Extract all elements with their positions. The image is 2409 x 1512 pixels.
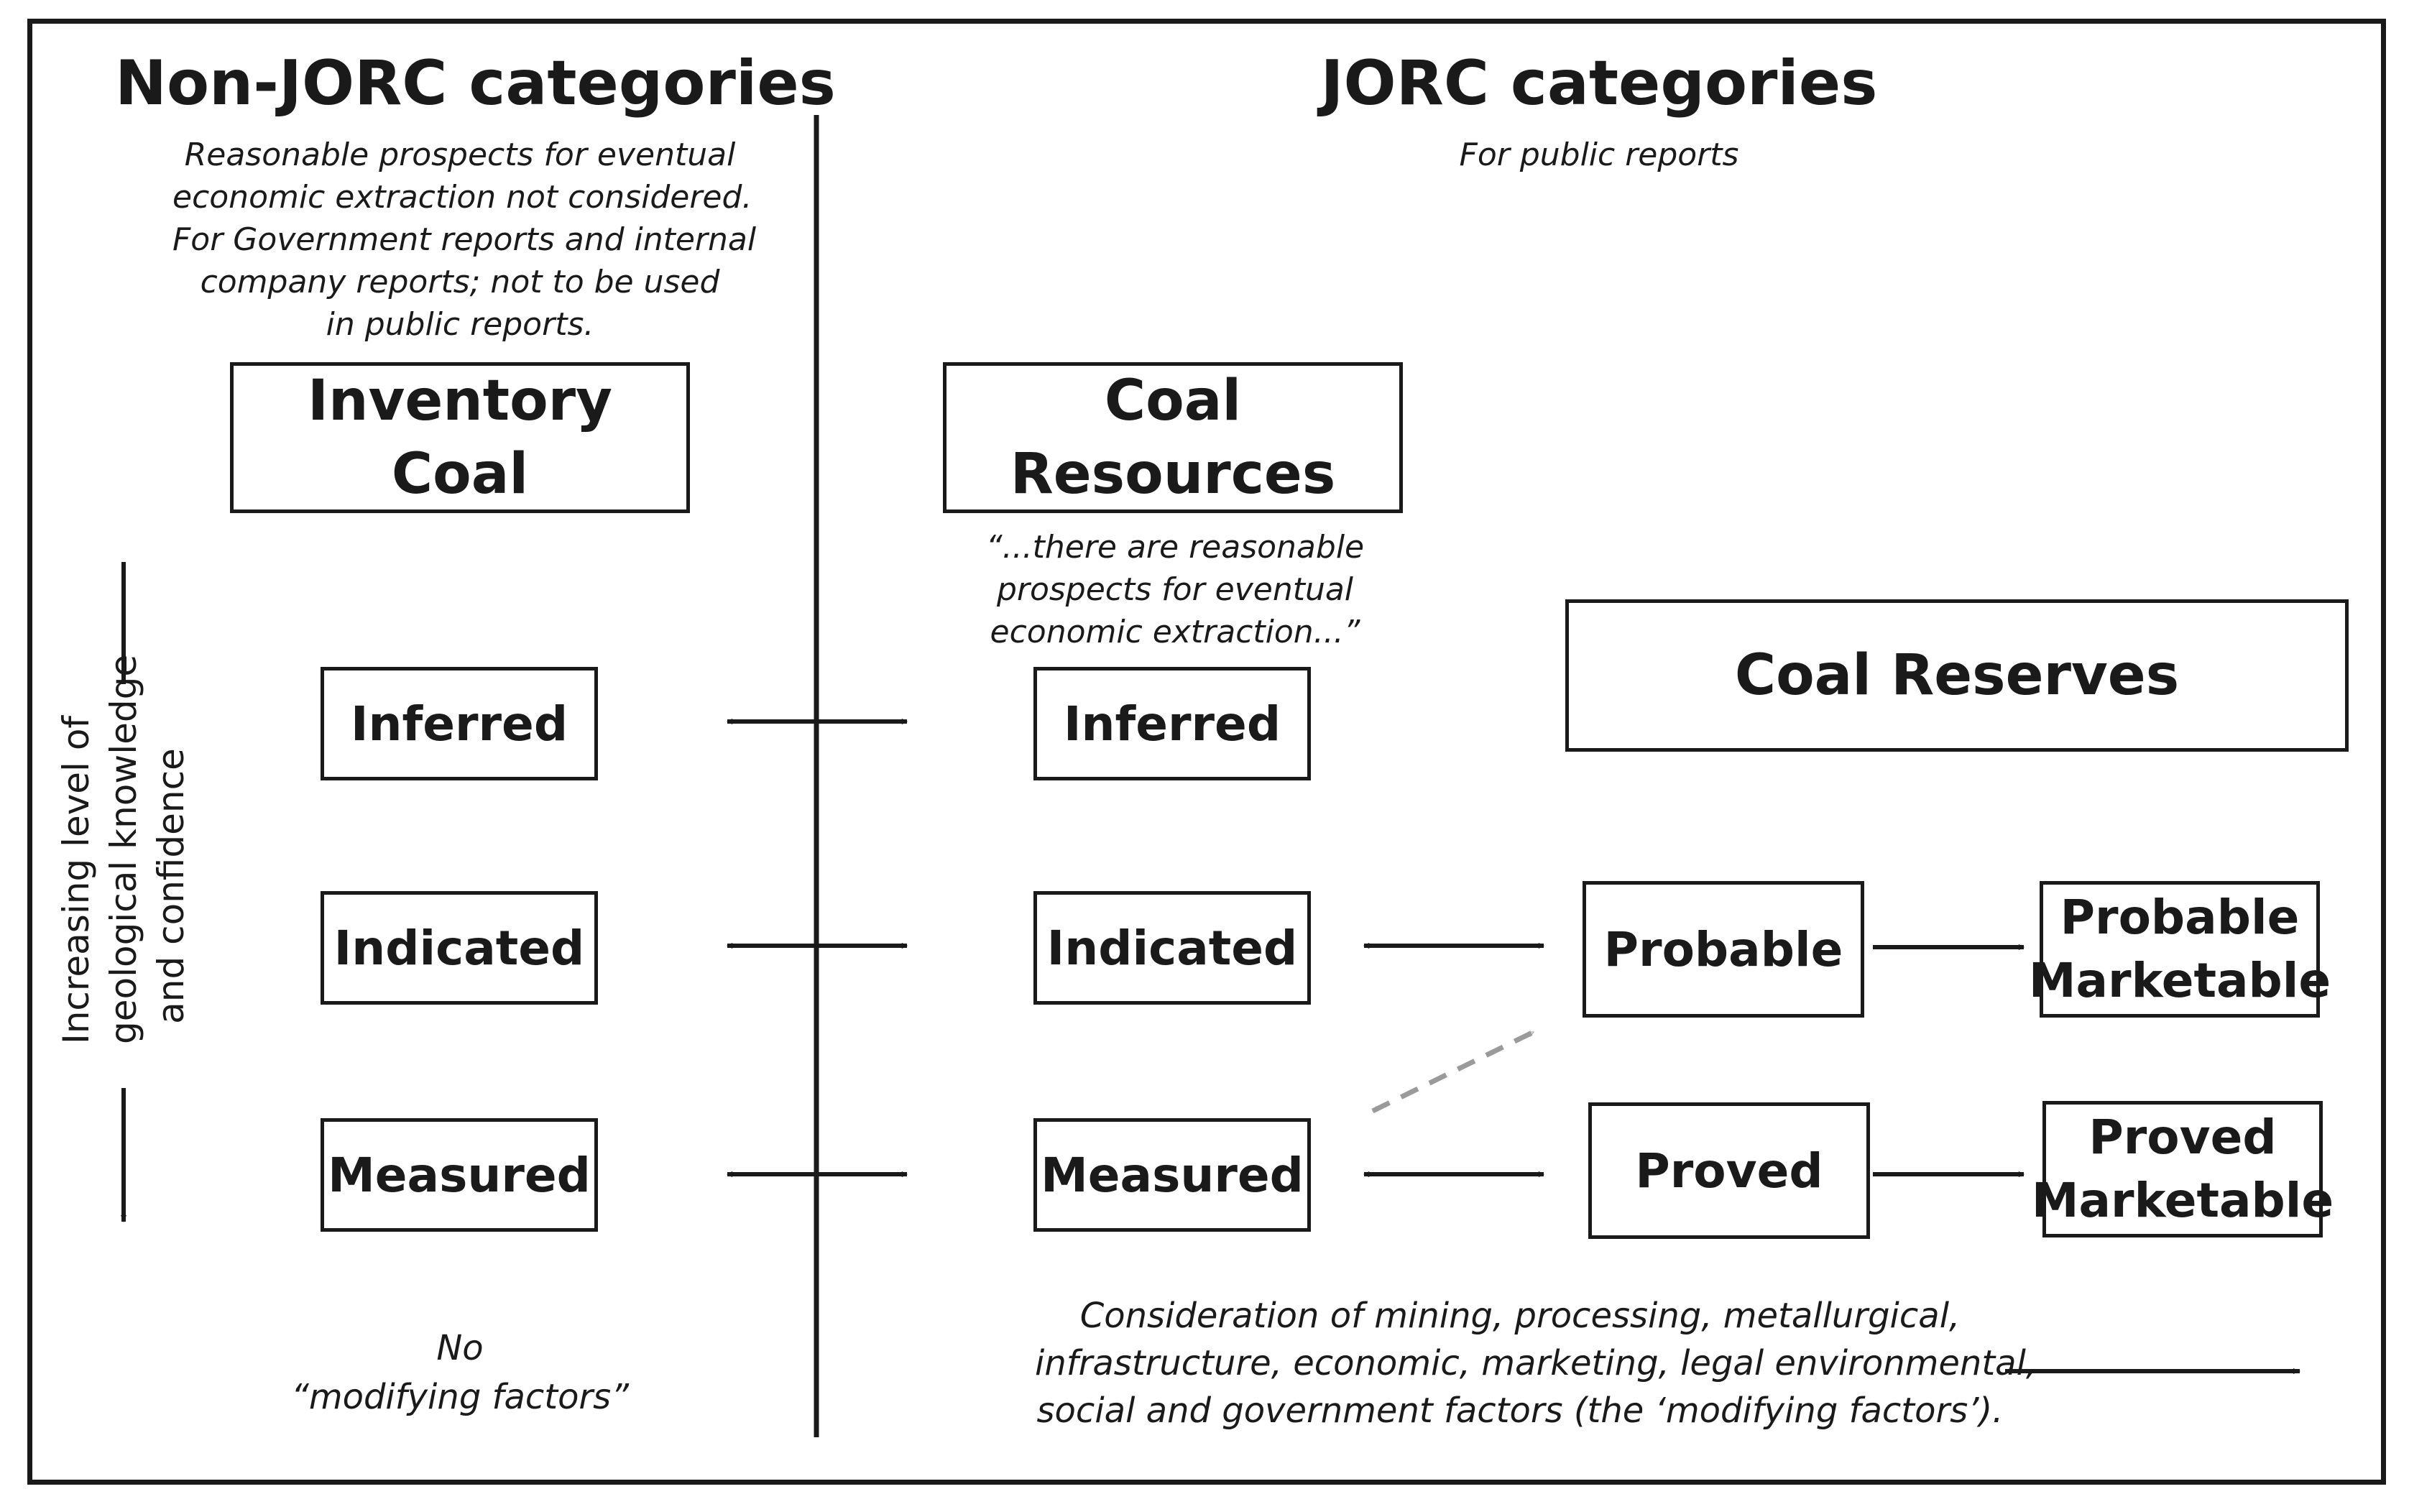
footer-line: Consideration of mining, processing, met…	[1079, 1296, 1961, 1336]
resources-line: Resources	[1010, 442, 1336, 507]
side-axis-label: Increasing level of geological knowledge…	[52, 654, 195, 1044]
non-jorc-heading: Non-JORC categories	[115, 47, 836, 119]
note-line: company reports; not to be used	[200, 264, 720, 300]
note-line: Reasonable prospects for eventual	[184, 137, 736, 173]
non-jorc-inferred-box: Inferred	[321, 667, 598, 780]
coal-resources-box: Coal Resources	[943, 362, 1403, 513]
footer-line: “modifying factors”	[290, 1377, 630, 1417]
reserve-label: Probable	[1603, 921, 1843, 977]
quote-line: “...there are reasonable	[985, 529, 1365, 566]
note-line: For Government reports and internal	[172, 221, 757, 258]
inventory-line: Coal	[391, 442, 529, 507]
category-label: Indicated	[333, 920, 585, 976]
marketable-line: Proved	[2088, 1110, 2277, 1165]
arrow-measured-probable-dashed	[1371, 1029, 1535, 1114]
non-jorc-note: Reasonable prospects for eventual econom…	[172, 134, 757, 346]
inventory-line: Inventory	[307, 369, 612, 433]
probable-marketable-box: Probable Marketable	[2029, 881, 2331, 1018]
category-label: Inferred	[1063, 696, 1281, 752]
proved-marketable-box: Proved Marketable	[2032, 1101, 2334, 1237]
footer-line: infrastructure, economic, marketing, leg…	[1035, 1343, 2037, 1383]
footer-line: social and government factors (the ‘modi…	[1036, 1391, 2004, 1431]
marketable-line: Marketable	[2031, 1173, 2334, 1228]
diagram-frame	[27, 19, 2386, 1485]
jorc-measured-box: Measured	[1033, 1118, 1311, 1232]
resources-quote: “...there are reasonable prospects for e…	[956, 526, 1394, 653]
non-jorc-footer: No “modifying factors”	[259, 1324, 661, 1421]
marketable-line: Marketable	[2028, 953, 2331, 1008]
note-line: economic extraction not considered.	[172, 179, 752, 216]
inventory-coal-box: Inventory Coal	[230, 362, 690, 513]
quote-line: economic extraction...”	[990, 614, 1360, 650]
jorc-indicated-box: Indicated	[1033, 891, 1311, 1005]
coal-reserves-heading: Coal Reserves	[1734, 643, 2180, 708]
probable-box: Probable	[1583, 881, 1864, 1018]
category-label: Inferred	[350, 696, 568, 752]
footer-line: No	[436, 1328, 484, 1368]
side-label-line: and confidence	[150, 748, 192, 1024]
category-label: Measured	[1041, 1147, 1304, 1203]
coal-reserves-box: Coal Reserves	[1565, 599, 2349, 752]
proved-box: Proved	[1588, 1102, 1870, 1239]
category-label: Indicated	[1046, 920, 1298, 976]
note-line: in public reports.	[326, 306, 594, 343]
side-label-line: Increasing level of	[55, 715, 97, 1044]
jorc-heading: JORC categories	[1320, 47, 1878, 119]
marketable-line: Probable	[2060, 890, 2300, 945]
side-label-line: geological knowledge	[103, 654, 144, 1044]
category-label: Measured	[328, 1147, 591, 1203]
reserve-label: Proved	[1635, 1143, 1823, 1199]
jorc-inferred-box: Inferred	[1033, 667, 1311, 780]
non-jorc-measured-box: Measured	[321, 1118, 598, 1232]
jorc-footer: Consideration of mining, processing, met…	[1035, 1292, 2037, 1434]
resources-line: Coal	[1104, 369, 1242, 433]
jorc-subheading: For public reports	[1459, 137, 1739, 173]
non-jorc-indicated-box: Indicated	[321, 891, 598, 1005]
quote-line: prospects for eventual	[996, 571, 1354, 608]
